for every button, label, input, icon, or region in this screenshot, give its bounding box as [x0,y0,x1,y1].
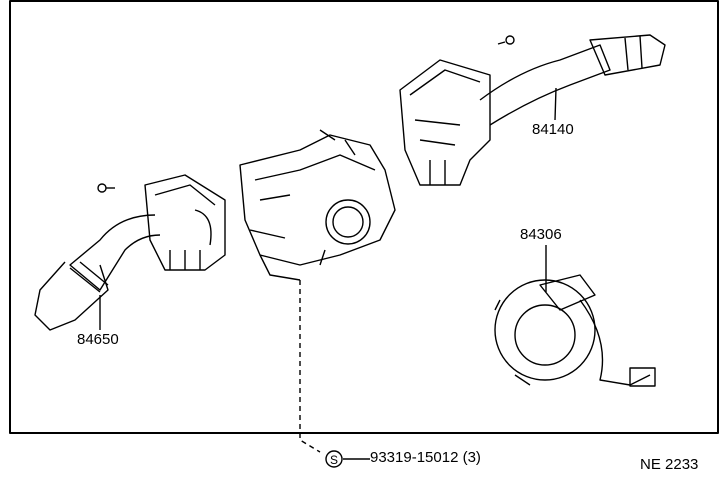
part-84140-drawing [399,34,666,186]
part-label-84306: 84306 [520,226,562,243]
figure-code: NE 2233 [640,456,699,473]
fastener-part-number: 93319-15012 (3) [370,449,481,466]
fastener-symbol-s: S [330,453,338,467]
part-label-84140: 84140 [532,121,574,138]
diagram-frame [9,0,719,434]
switch-body-drawing [239,129,396,281]
part-84650-drawing [34,174,226,331]
part-84306-drawing [494,274,656,387]
part-label-84650: 84650 [77,331,119,348]
leader-fastener-dashed [299,280,321,453]
leader-84140 [554,87,557,121]
fastener-symbol-circle [325,450,343,468]
